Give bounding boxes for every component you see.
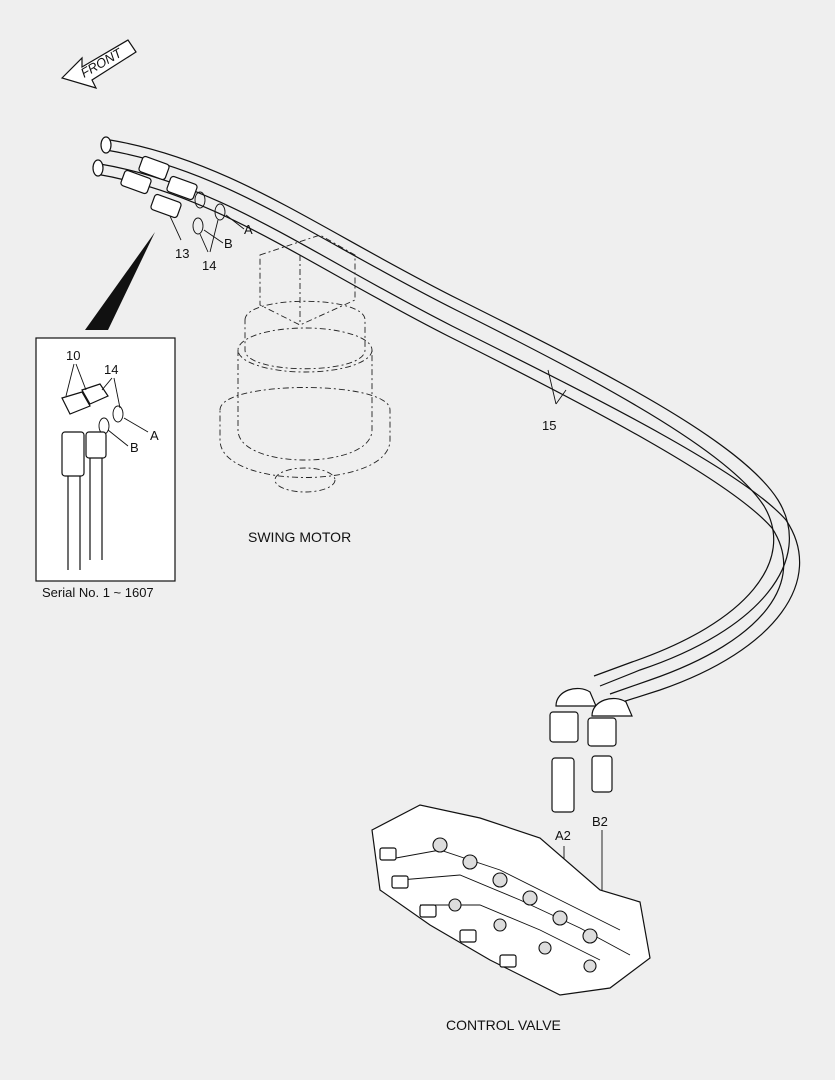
swing-motor-label: SWING MOTOR (248, 529, 351, 545)
label-port-b-inset: B (130, 440, 139, 455)
control-valve-label: CONTROL VALVE (446, 1017, 561, 1033)
label-part-13: 13 (175, 246, 189, 261)
label-part-15: 15 (542, 418, 556, 433)
swing-motor: SWING MOTOR (219, 234, 391, 545)
inset-pointer (85, 232, 155, 330)
control-valve-fittings: A2 B2 (549, 687, 633, 930)
label-port-b-motor: B (224, 236, 233, 251)
inset-detail: 10 14 A B (35, 337, 176, 582)
label-port-a2: A2 (555, 828, 571, 843)
label-part-14: 14 (202, 258, 216, 273)
label-port-a-motor: A (244, 222, 253, 237)
label-part-10: 10 (66, 348, 80, 363)
part-15-leader: 15 (542, 369, 567, 433)
label-part-14-inset: 14 (104, 362, 118, 377)
hose-assembly-15 (92, 136, 801, 705)
front-direction-arrow: FRONT (60, 39, 137, 89)
control-valve: CONTROL VALVE (371, 804, 651, 1033)
serial-note: Serial No. 1 ~ 1607 (42, 585, 154, 600)
label-port-a-inset: A (150, 428, 159, 443)
swing-motor-fittings: 13 14 A B (120, 155, 253, 273)
label-port-b2: B2 (592, 814, 608, 829)
